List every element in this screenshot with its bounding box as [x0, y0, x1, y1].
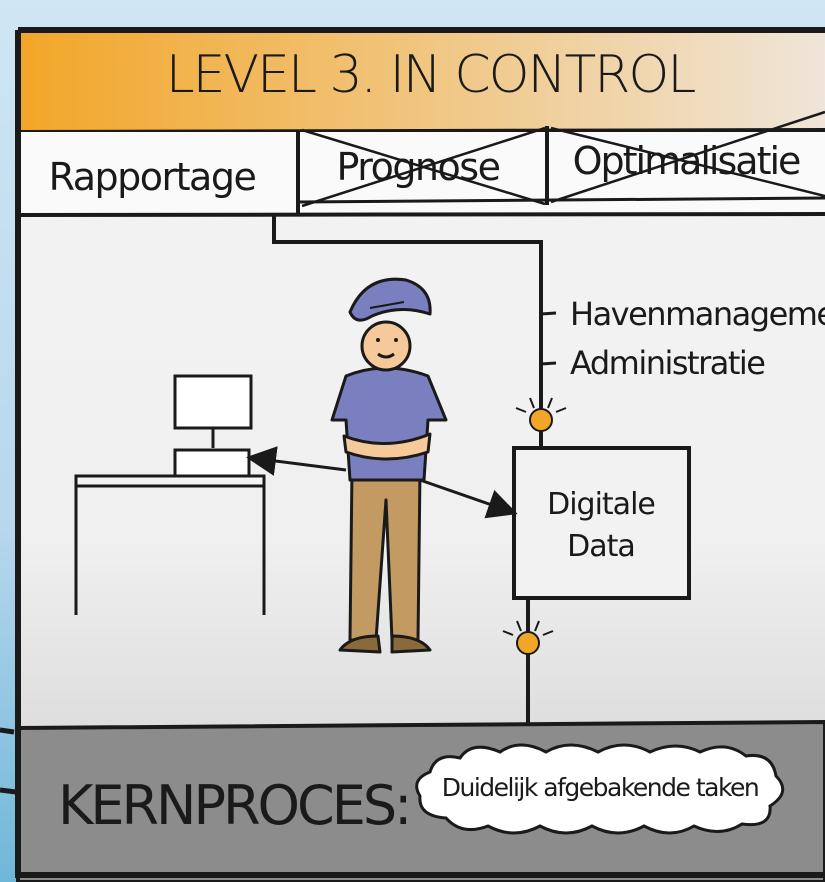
branch-list: Havenmanagement Administratie — [540, 295, 825, 382]
digital-data-line2: Data — [567, 529, 635, 564]
lightbulb-icon — [515, 397, 567, 432]
footer-title: KERNPROCES: — [58, 774, 409, 837]
tab-rapportage-label: Rapportage — [49, 155, 256, 199]
outer-frame — [15, 27, 825, 878]
lightbulb-icon — [502, 620, 554, 655]
branch-administratie: Administratie — [570, 344, 764, 382]
report-connector-line — [272, 215, 543, 448]
tab-prognose[interactable]: Prognose — [301, 126, 546, 208]
tab-optimalisatie[interactable]: Optimalisatie — [550, 110, 825, 204]
desktop-computer-icon — [173, 374, 253, 478]
cloud-text: Duidelijk afgebakende taken — [442, 773, 759, 802]
tabs-row: Rapportage Prognose Optimalisatie — [17, 110, 825, 217]
desk — [74, 474, 266, 615]
arrow-to-data — [419, 478, 518, 519]
branch-havenmanagement: Havenmanagement — [570, 295, 825, 333]
person-icon — [330, 277, 448, 654]
tab-optimalisatie-cross — [550, 110, 825, 204]
digital-data-line1: Digitale — [547, 487, 655, 522]
cloud-shape — [415, 743, 785, 835]
arrow-to-computer — [246, 446, 347, 476]
tab-rapportage[interactable]: Rapportage — [49, 155, 257, 199]
footer-band: KERNPROCES: Duidelijk afgebakende taken — [16, 719, 825, 882]
digital-data-box: Digitale Data — [512, 446, 691, 600]
tab-prognose-cross — [301, 126, 546, 208]
header-title: LEVEL 3. IN CONTROL — [166, 45, 696, 105]
header-band — [18, 30, 825, 132]
